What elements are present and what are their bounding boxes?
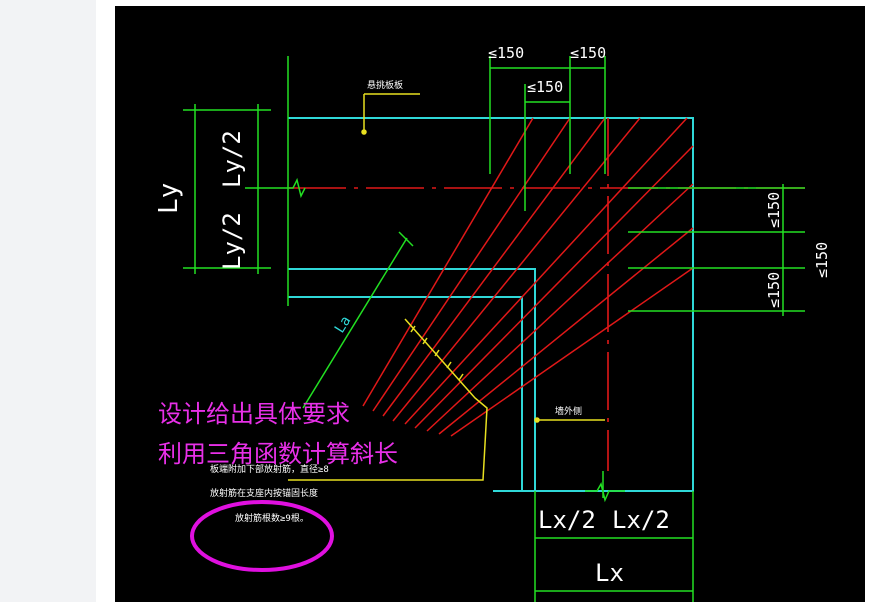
la-anchorage (302, 231, 414, 409)
cad-drawing: ≤150 ≤150 ≤150 ≤150 ≤150 ≤150 Ly Ly/2 Ly… (115, 6, 865, 602)
left-boundaries (287, 56, 604, 498)
dim-right-upper: ≤150 (765, 192, 783, 228)
ly-dimension (183, 104, 306, 274)
dim-ly: Ly (154, 183, 184, 214)
yellow-leaders (288, 93, 605, 481)
cad-note-top: 悬挑板板 (367, 79, 403, 91)
top-spacing-dims (489, 56, 606, 211)
dim-la: La (332, 313, 355, 336)
cad-note-line3: 放射筋根数≥9根。 (235, 512, 309, 524)
dim-ly-half-bottom: Ly/2 (218, 212, 246, 270)
radial-rebar (362, 117, 694, 437)
lx-dimension (534, 482, 694, 602)
cad-note-line2: 放射筋在支座内按锚固长度 (210, 487, 318, 499)
dim-top-left: ≤150 (488, 44, 524, 62)
dim-top-mid: ≤150 (527, 78, 563, 96)
cad-canvas: ≤150 ≤150 ≤150 ≤150 ≤150 ≤150 Ly Ly/2 Ly… (154, 44, 831, 602)
dim-right-outer: ≤150 (813, 242, 831, 278)
annotation-ellipse (190, 500, 334, 572)
annotation-line1: 设计给出具体要求 (158, 400, 350, 428)
cad-note-line1: 板端附加下部放射筋，直径≥8 (210, 463, 329, 475)
left-margin (0, 0, 96, 602)
dim-lx-half-left: Lx/2 (538, 506, 596, 534)
dim-lx-half-right: Lx/2 (612, 506, 670, 534)
dim-lx: Lx (595, 559, 624, 587)
cad-note-wall: 墙外侧 (555, 405, 582, 417)
dim-top-right: ≤150 (570, 44, 606, 62)
right-spacing-dims (628, 184, 805, 316)
dim-ly-half-top: Ly/2 (218, 130, 246, 188)
dim-right-lower: ≤150 (765, 272, 783, 308)
annotation-line2: 利用三角函数计算斜长 (158, 440, 398, 468)
